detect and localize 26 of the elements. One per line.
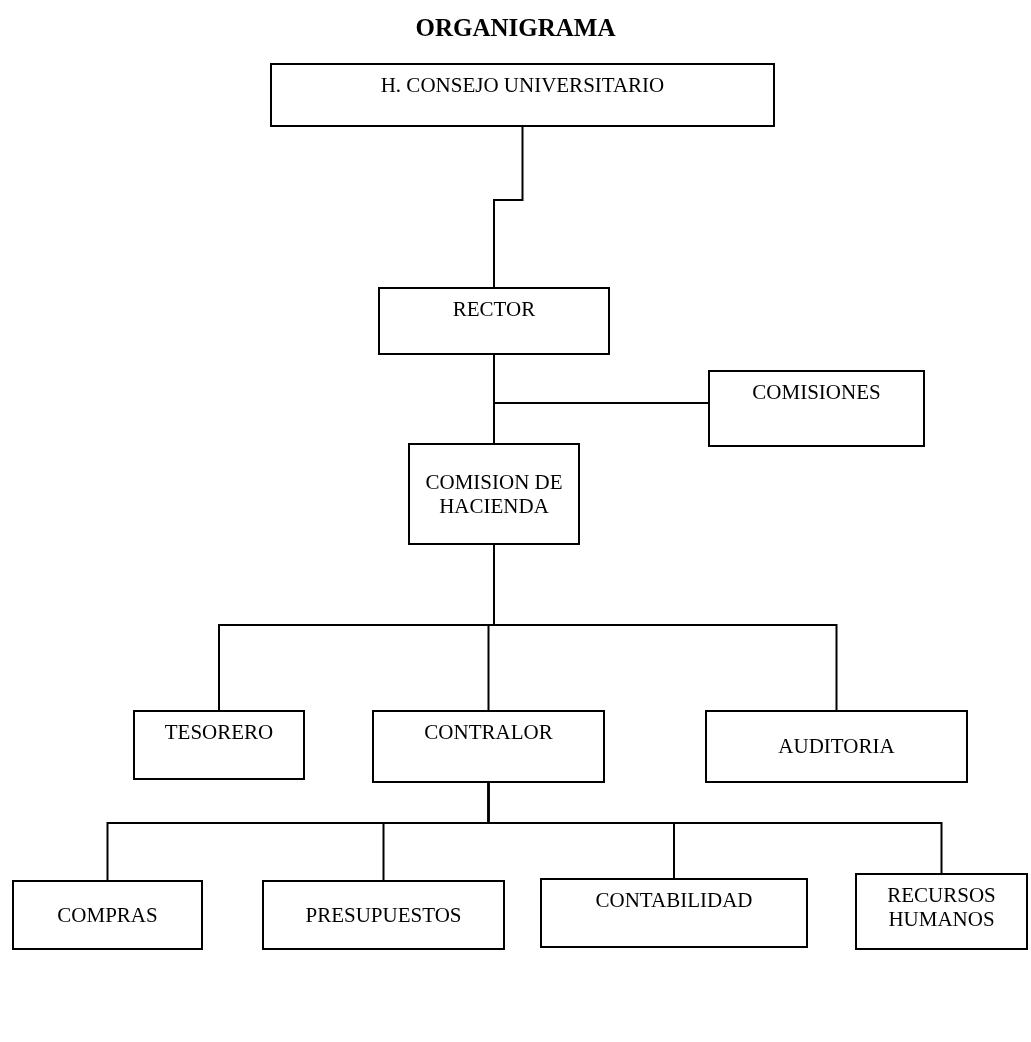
org-box — [855, 873, 1028, 950]
box-label: COMISION DE HACIENDA — [424, 469, 564, 519]
org-box — [133, 710, 305, 780]
connector-line — [493, 354, 709, 404]
box-label: COMPRAS — [57, 902, 158, 928]
box-label: H. CONSEJO UNIVERSITARIO — [380, 73, 665, 98]
connector-line — [487, 782, 943, 874]
connector-line — [493, 126, 524, 288]
box-label: RECURSOS HUMANOS — [886, 883, 997, 932]
box-label: AUDITORIA — [778, 734, 895, 759]
box-label: CONTABILIDAD — [595, 888, 753, 913]
box-label: COMISIONES — [752, 380, 881, 405]
org-box — [372, 710, 605, 783]
box-label: PRESUPUESTOS — [305, 902, 462, 928]
org-box — [705, 710, 968, 783]
box-label: TESORERO — [164, 720, 274, 745]
title: ORGANIGRAMA — [415, 14, 616, 41]
org-box — [12, 880, 203, 950]
org-box — [378, 287, 610, 355]
org-box — [540, 878, 808, 948]
org-box — [270, 63, 775, 127]
org-box — [708, 370, 925, 447]
org-box — [408, 443, 580, 545]
org-box — [262, 880, 505, 950]
box-label: RECTOR — [452, 297, 536, 322]
box-label: CONTRALOR — [424, 720, 553, 745]
